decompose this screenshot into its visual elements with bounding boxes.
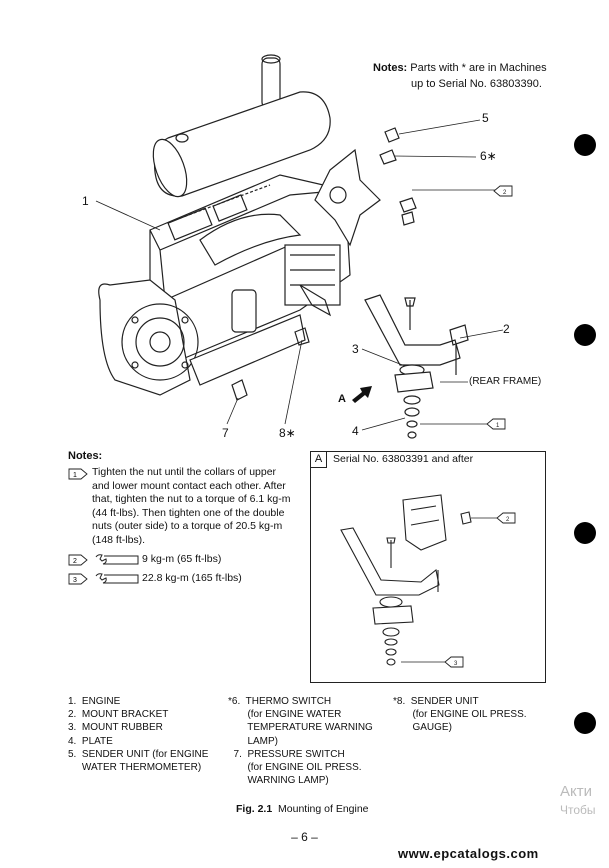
- svg-text:2: 2: [506, 517, 510, 523]
- watermark: www.epcatalogs.com: [398, 846, 539, 861]
- note-1-line: (44 ft-lbs). Then tighten one of the dou…: [92, 506, 285, 519]
- engine-mounting-illustration: 2 1: [95, 54, 513, 439]
- legend-item: WARNING LAMP): [228, 775, 329, 787]
- binder-hole-dot: [574, 134, 596, 156]
- note-1-line: that, tighten the nut to a torque of 6.1…: [92, 493, 291, 506]
- note-1-line: Tighten the nut until the collars of upp…: [92, 466, 277, 478]
- note-1-line: and lower mount contact each other. Afte…: [92, 479, 286, 492]
- view-arrow-icon: [352, 386, 372, 403]
- svg-text:2: 2: [73, 558, 77, 565]
- callout-7: 7: [222, 426, 229, 440]
- legend-item: 7. PRESSURE SWITCH: [228, 748, 345, 760]
- legend-item: *8. SENDER UNIT: [393, 696, 479, 707]
- note-3: 22.8 kg-m (165 ft-lbs): [142, 572, 242, 584]
- legend-item: 4. PLATE: [68, 735, 113, 747]
- callout-4: 4: [352, 424, 359, 438]
- legend-item: (for ENGINE WATER: [228, 709, 342, 721]
- svg-text:2: 2: [503, 190, 507, 196]
- notes-heading: Notes:: [68, 450, 103, 462]
- legend-item: 2. MOUNT BRACKET: [68, 709, 169, 721]
- figure-caption: Fig. 2.1 Mounting of Engine: [236, 803, 369, 815]
- note-1: Tighten the nut until the collars of upp…: [92, 466, 290, 548]
- parts-legend-col3: *8. SENDER UNIT (for ENGINE OIL PRESS. G…: [393, 695, 527, 735]
- view-a-box: A Serial No. 63803391 and after 2: [310, 451, 546, 683]
- view-a-illustration: 2 3: [340, 494, 516, 668]
- legend-item: 1. ENGINE: [68, 696, 121, 707]
- rear-frame-label: (REAR FRAME): [469, 376, 542, 387]
- note-2: 9 kg-m (65 ft-lbs): [142, 553, 222, 565]
- svg-text:3: 3: [73, 577, 77, 584]
- binder-hole-dot: [574, 712, 596, 734]
- figure-title: Mounting of Engine: [278, 803, 369, 815]
- legend-item: 5. SENDER UNIT (for ENGINE: [68, 748, 209, 760]
- legend-item: (for ENGINE OIL PRESS.: [393, 709, 527, 721]
- figure-number: Fig. 2.1: [236, 803, 273, 815]
- note-2-wrench-icon: 2: [68, 554, 139, 566]
- callout-3: 3: [352, 342, 359, 356]
- callout-2: 2: [503, 322, 510, 336]
- binder-hole-dot: [574, 522, 596, 544]
- overlay-line: Чтобы: [560, 803, 596, 817]
- overlay-line: Акти: [560, 783, 592, 800]
- view-a-label: A: [338, 393, 346, 405]
- callout-5: 5: [482, 111, 489, 125]
- svg-text:1: 1: [73, 472, 77, 479]
- svg-text:3: 3: [454, 661, 458, 667]
- callout-8: 8∗: [279, 426, 296, 440]
- binder-hole-dot: [574, 324, 596, 346]
- serial-note-line2: up to Serial No. 63803390.: [411, 78, 542, 90]
- note-1-line: (148 ft-lbs).: [92, 533, 146, 546]
- page-number: – 6 –: [291, 830, 318, 844]
- serial-note-line1: Parts with * are in Machines: [410, 62, 547, 74]
- serial-note-label: Notes:: [373, 62, 408, 74]
- parts-legend-col1: 1. ENGINE 2. MOUNT BRACKET 3. MOUNT RUBB…: [68, 695, 208, 774]
- legend-item: 3. MOUNT RUBBER: [68, 722, 163, 734]
- note-3-wrench-icon: 3: [68, 573, 139, 585]
- callout-6: 6∗: [480, 149, 497, 163]
- legend-item: WATER THERMOMETER): [68, 762, 202, 774]
- serial-note: Notes: Parts with * are in Machines up t…: [373, 60, 547, 92]
- view-a-tag: A: [311, 452, 327, 468]
- legend-item: LAMP): [228, 735, 279, 747]
- note-1-tag-icon: 1: [68, 468, 88, 480]
- legend-item: GAUGE): [393, 722, 452, 734]
- legend-item: *6. THERMO SWITCH: [228, 696, 332, 707]
- legend-item: TEMPERATURE WARNING: [228, 722, 373, 734]
- legend-item: (for ENGINE OIL PRESS.: [228, 762, 362, 774]
- note-1-line: nuts (outer side) to a torque of 20.5 kg…: [92, 520, 283, 533]
- callout-1: 1: [82, 194, 89, 208]
- view-a-serial: Serial No. 63803391 and after: [333, 453, 474, 465]
- svg-text:1: 1: [496, 423, 500, 429]
- system-overlay-text: Акти Чтобы: [560, 782, 596, 820]
- parts-legend-col2: *6. THERMO SWITCH (for ENGINE WATER TEMP…: [228, 695, 373, 787]
